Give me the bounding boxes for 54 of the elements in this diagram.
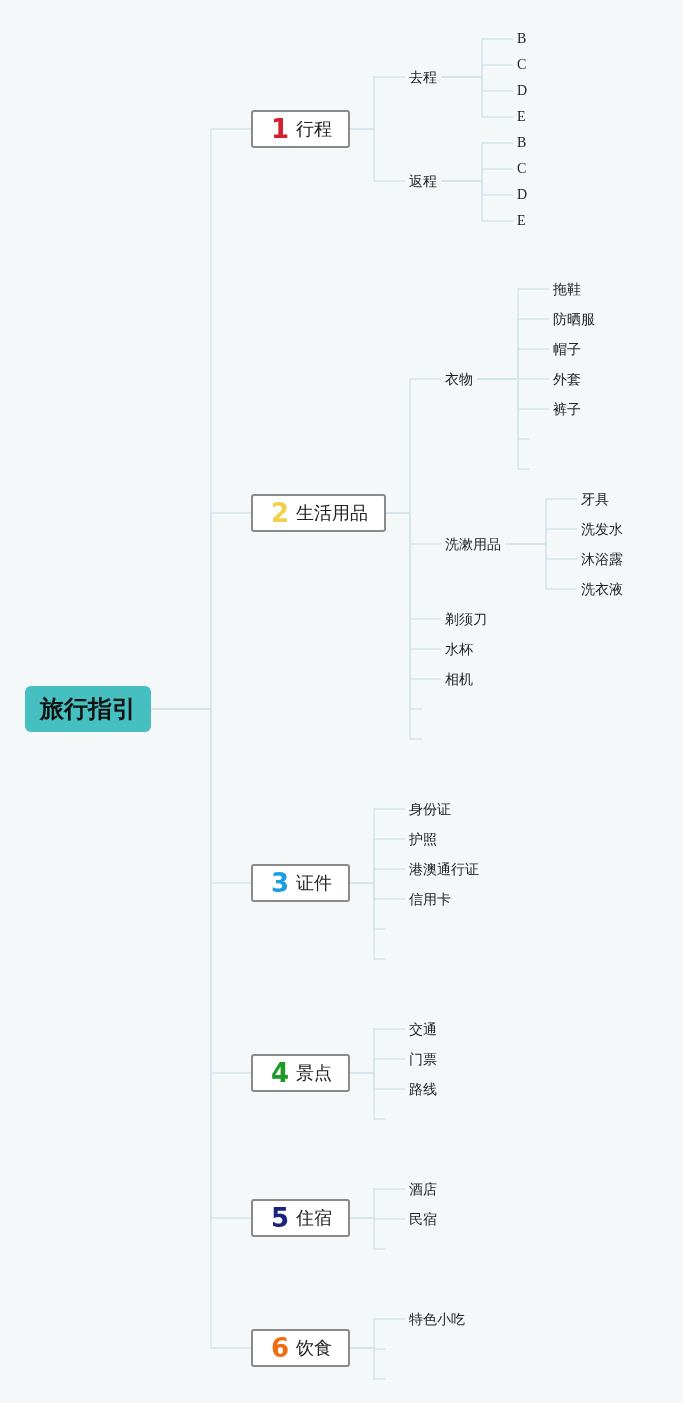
topic-label: 洗发水 [577, 520, 627, 538]
topic-label: 返程 [405, 172, 441, 190]
branch-box [251, 1199, 351, 1237]
topic-label: B [513, 134, 531, 152]
title-box: 旅行指引 [25, 686, 151, 732]
number-label: 3 [271, 870, 290, 896]
topic-label: 民宿 [405, 1210, 441, 1228]
topic-label: 沐浴露 [577, 550, 627, 568]
branch-box [251, 494, 387, 532]
branch-box [251, 864, 351, 902]
number-label: 4 [271, 1060, 290, 1086]
topic-label: 洗漱用品 [441, 535, 505, 553]
branch-box [251, 1054, 351, 1092]
topic-label: D [513, 186, 532, 204]
topic-label: 水杯 [441, 640, 477, 658]
topic-label: 去程 [405, 68, 441, 86]
topic-label: 饮食 [296, 1336, 333, 1360]
topic-label: 交通 [405, 1020, 441, 1038]
topic-label: 门票 [405, 1050, 441, 1068]
topic-label: 酒店 [405, 1180, 441, 1198]
topic-label: 信用卡 [405, 890, 455, 908]
topic-label: 住宿 [296, 1206, 333, 1230]
topic-label: 证件 [296, 871, 333, 895]
number-label: 6 [271, 1335, 290, 1361]
topic-label: 拖鞋 [549, 280, 585, 298]
topic-label: C [513, 56, 531, 74]
connector-line [349, 128, 406, 182]
topic-label: 景点 [296, 1061, 333, 1085]
topic-label: 行程 [296, 117, 333, 141]
branch-box [251, 110, 351, 148]
topic-label: 防晒服 [549, 310, 599, 328]
topic-label: E [513, 212, 530, 230]
number-label: 1 [271, 116, 290, 142]
topic-label: E [513, 108, 530, 126]
topic-label: 护照 [405, 830, 441, 848]
topic-label: 路线 [405, 1080, 441, 1098]
number-label: 5 [271, 1205, 290, 1231]
topic-label: 相机 [441, 670, 477, 688]
branch-box [251, 1329, 351, 1367]
topic-label: 外套 [549, 370, 585, 388]
topic-label: D [513, 82, 532, 100]
topic-label: 特色小吃 [405, 1310, 469, 1328]
topic-label: 港澳通行证 [405, 860, 483, 878]
topic-label: 帽子 [549, 340, 585, 358]
topic-label: 剃须刀 [441, 610, 491, 628]
topic-label: 身份证 [405, 800, 455, 818]
topic-label: 衣物 [441, 370, 477, 388]
topic-label: 生活用品 [296, 501, 369, 525]
topic-label: 洗衣液 [577, 580, 627, 598]
topic-label: 裤子 [549, 400, 585, 418]
topic-label: C [513, 160, 531, 178]
number-label: 2 [271, 500, 290, 526]
topic-label: 牙具 [577, 490, 613, 508]
topic-label: B [513, 30, 531, 48]
